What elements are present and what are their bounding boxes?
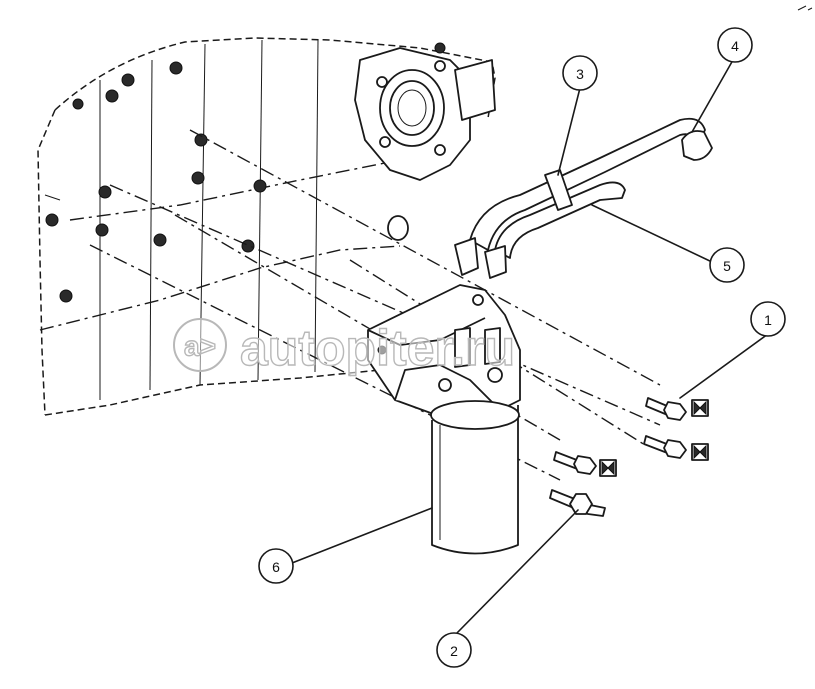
autopiter-logo-icon: a> (173, 318, 227, 372)
callout-5-label: 5 (723, 258, 731, 274)
callout-4: 4 (717, 27, 753, 63)
leader-lines (291, 59, 769, 637)
engine-block-icon (37, 37, 496, 416)
callout-4-label: 4 (731, 38, 739, 54)
watermark-text: autopiter.ru (240, 320, 515, 376)
svg-text:a>: a> (184, 331, 216, 362)
callout-2-label: 2 (450, 643, 458, 659)
watermark: a> autopiter.ru (173, 318, 516, 377)
callout-1: 1 (750, 301, 786, 337)
callout-6-label: 6 (272, 559, 280, 575)
callout-3: 3 (562, 55, 598, 91)
callout-6: 6 (258, 548, 294, 584)
bolt-icon (549, 397, 687, 517)
filter-icon (367, 284, 521, 555)
block-studs (45, 42, 446, 303)
callout-2: 2 (436, 632, 472, 668)
callout-3-label: 3 (576, 66, 584, 82)
callout-5: 5 (709, 247, 745, 283)
fuel-line-icon (454, 117, 713, 279)
torque-marker-icon (599, 399, 709, 477)
callout-1-label: 1 (764, 312, 772, 328)
corner-mark (797, 5, 813, 11)
